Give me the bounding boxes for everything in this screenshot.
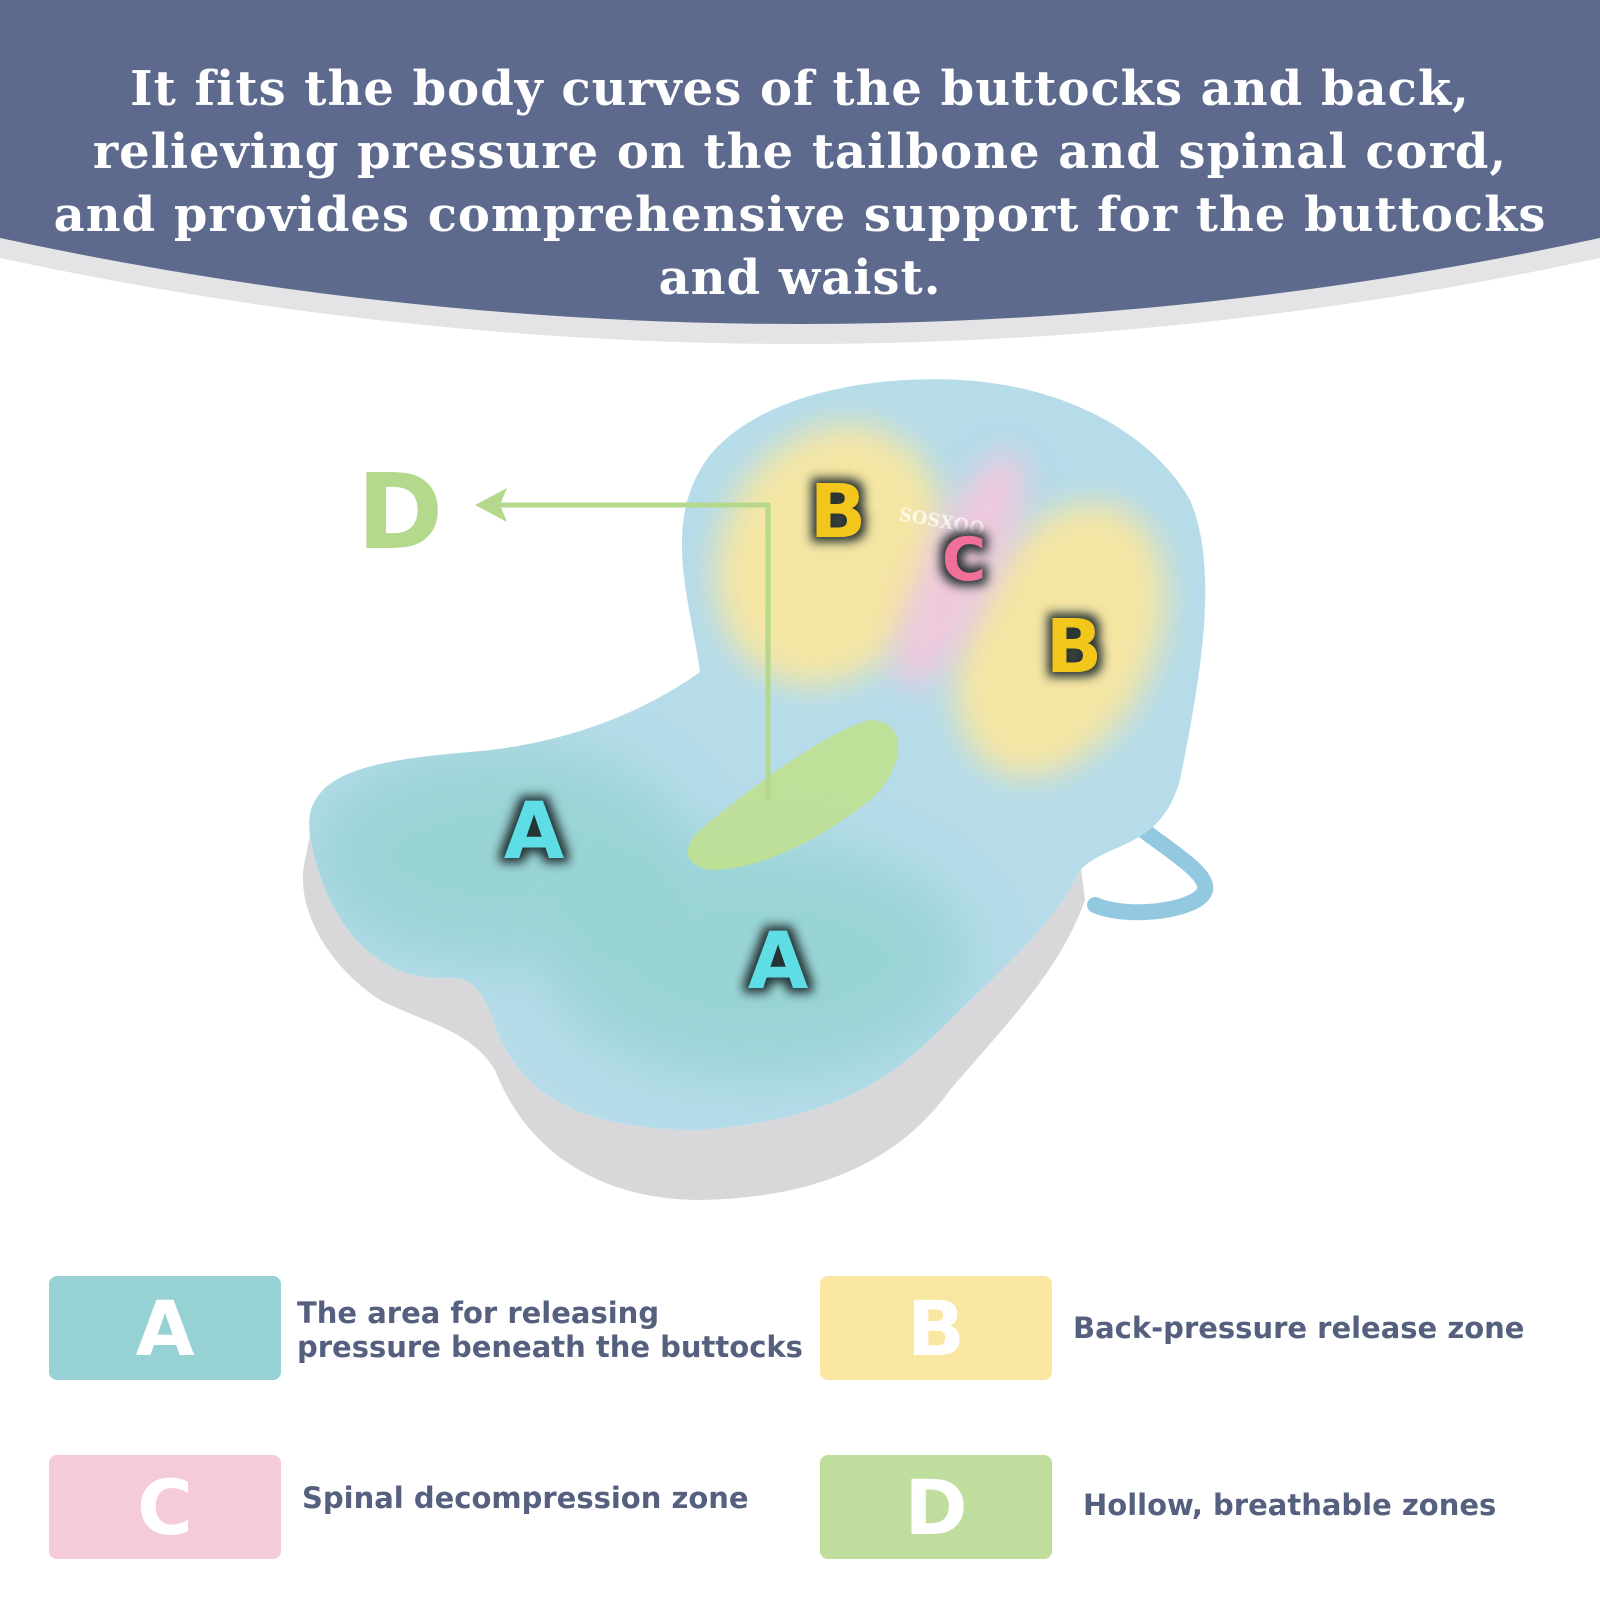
d-pointer-line [495, 502, 771, 800]
zone-a-right [550, 840, 970, 1080]
zone-c-strip [895, 451, 1025, 689]
legend-swatch-b: B [820, 1276, 1052, 1380]
cushion-strap [1087, 792, 1214, 921]
d-pointer-arrowhead [475, 488, 507, 522]
cushion-base [302, 835, 1085, 1200]
label-b-upper: B [810, 469, 866, 555]
legend-text-b: Back-pressure release zone [1073, 1311, 1525, 1345]
legend-swatch-a: A [49, 1276, 281, 1380]
header-banner [0, 0, 1600, 344]
zone-d-hollow [687, 720, 899, 870]
legend-text-d: Hollow, breathable zones [1083, 1488, 1497, 1522]
label-b-lower: B [1046, 604, 1102, 690]
zone-b-left [715, 424, 945, 686]
label-a-right: A [748, 917, 808, 1007]
zone-b-right [954, 502, 1166, 778]
page-headline: It fits the body curves of the buttocks … [53, 61, 1547, 306]
legend-swatch-d: D [820, 1455, 1052, 1559]
label-c: C [942, 525, 986, 595]
label-d: D [357, 451, 443, 573]
legend-text-a: The area for releasing pressure beneath … [297, 1296, 803, 1364]
header-banner-shape [0, 0, 1600, 324]
label-a-left: A [504, 787, 564, 877]
legend-swatch-c: C [49, 1455, 281, 1559]
legend-text-c: Spinal decompression zone [302, 1481, 749, 1515]
